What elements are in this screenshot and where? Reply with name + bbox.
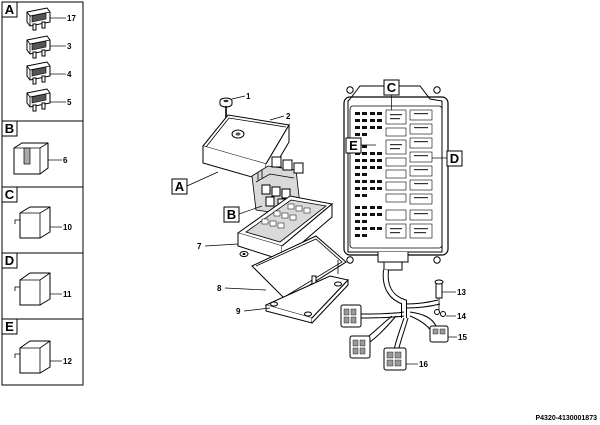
part-number: 16 <box>419 360 428 369</box>
relay <box>14 340 51 374</box>
cable-grommet <box>434 279 444 310</box>
part-number: 12 <box>63 357 72 366</box>
ring-terminal <box>434 309 446 317</box>
wiring-harness <box>359 269 441 353</box>
panel-d: D 11 <box>1 252 72 306</box>
panel-letter-box <box>1 120 18 137</box>
leader-line <box>269 115 285 121</box>
fusebox-cover <box>202 114 290 182</box>
relay <box>14 206 51 239</box>
connector <box>349 335 371 359</box>
callout-a-box <box>171 178 188 195</box>
part-number: 4 <box>67 70 72 79</box>
panel-letter-box <box>1 1 18 18</box>
part-number: 1 <box>246 92 251 101</box>
panel-letter-box <box>1 318 18 335</box>
panel-letter-box <box>1 186 18 203</box>
panel-c: C 10 <box>1 186 72 239</box>
part-number: 5 <box>67 98 72 107</box>
panel-letter: D <box>5 253 14 268</box>
leader-line <box>204 243 239 247</box>
part-number: 13 <box>457 288 466 297</box>
part-number: 3 <box>67 42 72 51</box>
panel-b: B 6 <box>1 120 68 175</box>
part-number: 15 <box>458 333 467 342</box>
leader-line <box>243 307 271 312</box>
panel-a: A 17 3 <box>1 1 76 112</box>
part-number: 8 <box>217 284 222 293</box>
leader-line <box>186 171 219 187</box>
part-number: 17 <box>67 14 76 23</box>
blade-fuse <box>26 7 51 31</box>
panel-letter: A <box>5 2 15 17</box>
part-number: 2 <box>286 112 291 121</box>
callout-letter: C <box>387 80 397 95</box>
callout-letter: B <box>227 207 236 222</box>
callout-letter: E <box>349 138 358 153</box>
panel-letter-box <box>1 252 18 269</box>
panel-letter: E <box>5 319 14 334</box>
blade-fuse <box>26 35 51 59</box>
panel-letter: C <box>5 187 15 202</box>
connector <box>383 347 407 371</box>
panel-e: E 12 <box>1 318 72 374</box>
fuse-puller <box>13 142 49 175</box>
part-number: 7 <box>197 242 202 251</box>
leader-line <box>224 287 267 291</box>
part-number: 11 <box>63 290 72 299</box>
cap-screw <box>219 97 233 118</box>
callout-d-box <box>446 150 463 167</box>
callout-e-box <box>345 137 362 154</box>
connector <box>340 304 362 328</box>
fusebox-base <box>236 195 334 261</box>
leader-line <box>231 95 246 100</box>
mounting-bracket <box>264 275 349 324</box>
blade-fuse <box>26 88 51 112</box>
panel-letter: B <box>5 121 14 136</box>
blade-fuse <box>26 61 51 85</box>
part-number: 14 <box>457 312 466 321</box>
fusebox-front-view <box>343 85 449 271</box>
drawing-reference: P4320-4130001873 <box>535 415 597 422</box>
part-number: 9 <box>236 307 241 316</box>
callout-b-box <box>223 206 240 223</box>
part-number: 10 <box>63 223 72 232</box>
callout-letter: D <box>450 151 459 166</box>
connector <box>429 325 449 343</box>
relay <box>14 272 51 306</box>
callout-letter: A <box>175 179 185 194</box>
part-number: 6 <box>63 156 68 165</box>
leader-line <box>238 205 263 215</box>
